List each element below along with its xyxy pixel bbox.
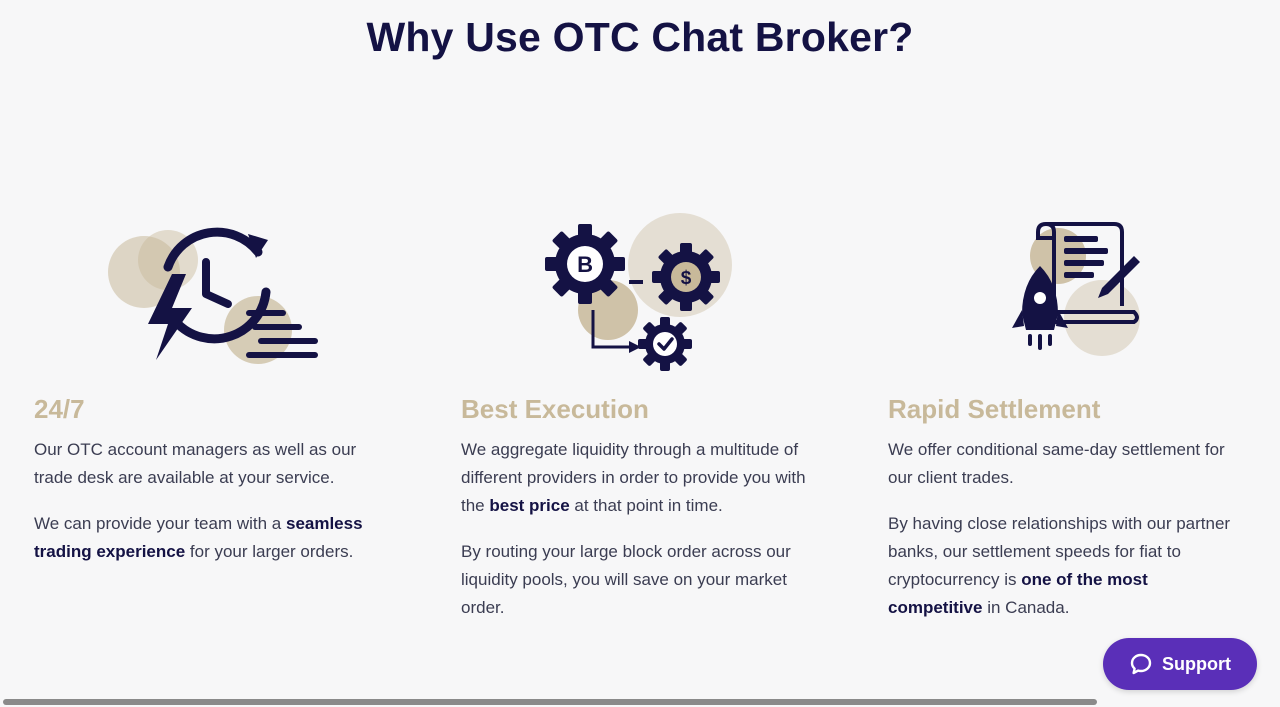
feature-paragraph: We offer conditional same-day settlement… bbox=[888, 440, 1225, 487]
clock-lightning-icon bbox=[106, 212, 321, 377]
horizontal-scrollbar[interactable] bbox=[0, 697, 1280, 707]
support-label: Support bbox=[1162, 653, 1231, 674]
page-title: Why Use OTC Chat Broker? bbox=[366, 14, 914, 60]
feature-paragraph: By having close relationships with our p… bbox=[888, 514, 1231, 617]
feature-paragraph: Our OTC account managers as well as our … bbox=[34, 440, 357, 487]
crypto-gears-icon: B $ bbox=[545, 210, 735, 380]
chat-bubble-icon bbox=[1129, 652, 1153, 676]
rocket-document-icon bbox=[1010, 218, 1150, 373]
feature-body: We aggregate liquidity through a multitu… bbox=[461, 436, 821, 640]
svg-text:$: $ bbox=[681, 268, 692, 289]
feature-heading: 24/7 bbox=[34, 394, 85, 424]
scrollbar-thumb[interactable] bbox=[3, 699, 1097, 705]
feature-body: We offer conditional same-day settlement… bbox=[888, 436, 1243, 640]
feature-paragraph: We aggregate liquidity through a multitu… bbox=[461, 440, 806, 515]
svg-text:B: B bbox=[577, 252, 593, 277]
support-button[interactable]: Support bbox=[1103, 638, 1257, 690]
feature-paragraph: By routing your large block order across… bbox=[461, 542, 791, 617]
feature-heading: Best Execution bbox=[461, 394, 649, 424]
feature-body: Our OTC account managers as well as our … bbox=[34, 436, 399, 584]
feature-heading: Rapid Settlement bbox=[888, 394, 1101, 424]
feature-paragraph: We can provide your team with a seamless… bbox=[34, 514, 363, 561]
